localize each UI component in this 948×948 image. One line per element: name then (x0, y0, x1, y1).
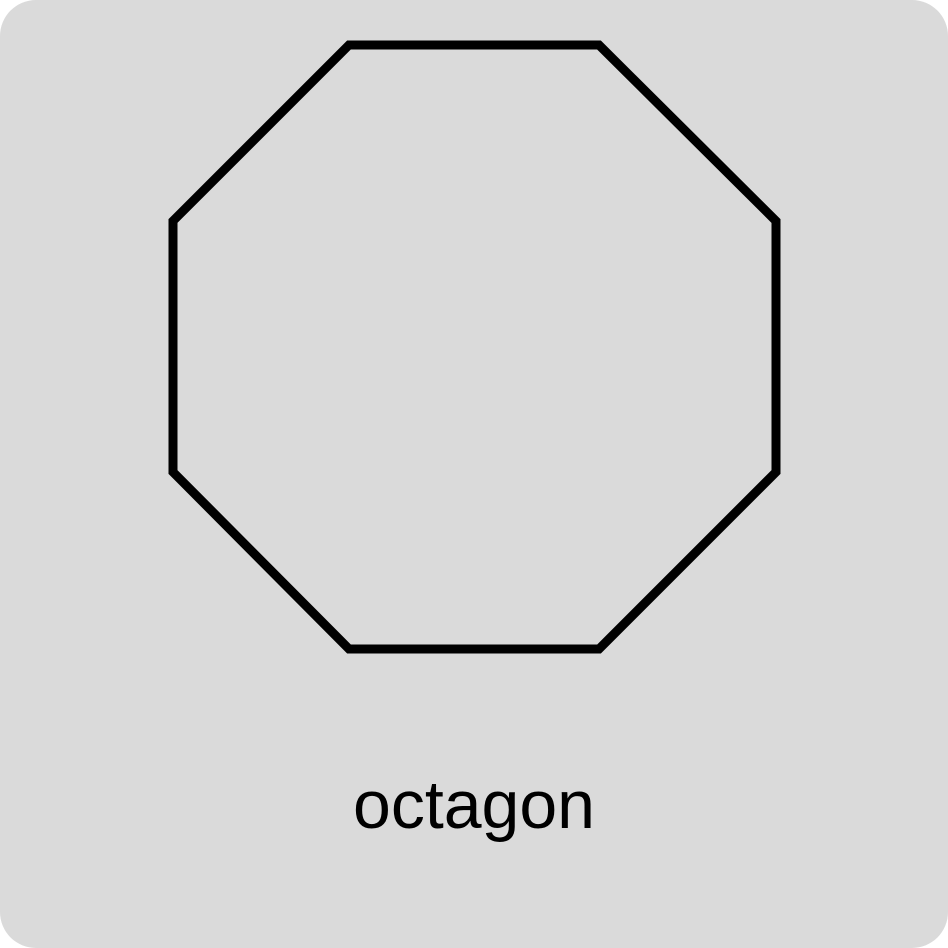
shape-caption: octagon (353, 767, 595, 843)
octagon-shape (168, 40, 781, 654)
